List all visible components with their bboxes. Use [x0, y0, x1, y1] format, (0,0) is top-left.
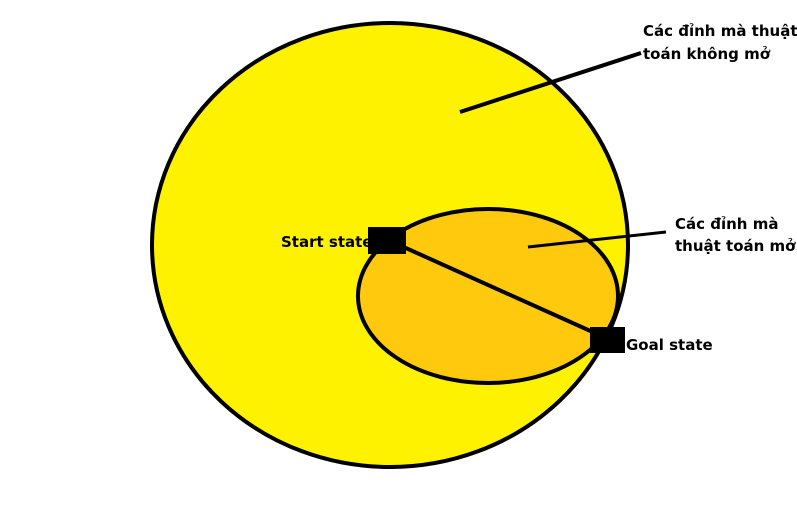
unexpanded-label-line2: toán không mở — [643, 45, 771, 63]
start-state-label: Start state — [281, 233, 372, 251]
unexpanded-pointer-line — [459, 51, 642, 114]
expanded-label-line1: Các đỉnh mà — [675, 215, 778, 233]
unexpanded-label-line1: Các đỉnh mà thuật — [643, 22, 797, 40]
goal-state-node — [590, 327, 625, 353]
start-goal-path — [387, 238, 607, 340]
goal-state-label: Goal state — [626, 336, 713, 354]
start-state-node — [368, 227, 406, 254]
expanded-region — [356, 207, 620, 385]
expanded-label-line2: thuật toán mở — [675, 237, 796, 255]
expanded-pointer-line — [527, 230, 667, 249]
